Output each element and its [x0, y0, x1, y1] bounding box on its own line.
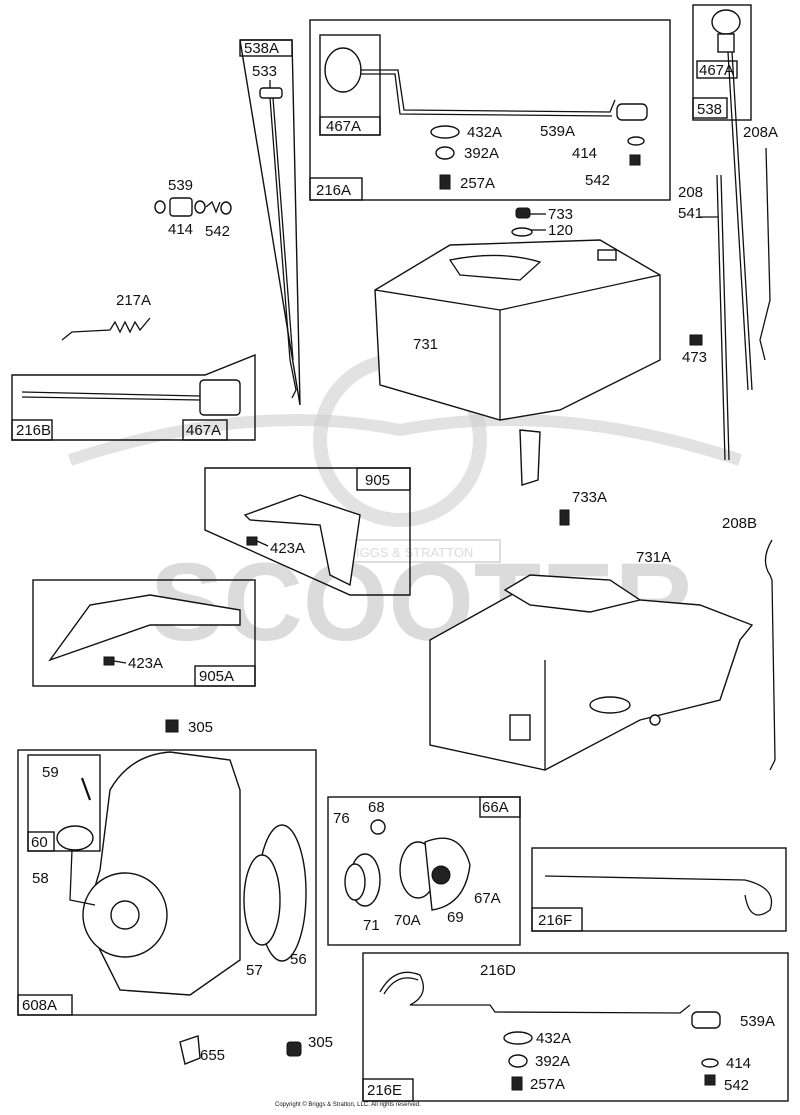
callout-57: 57: [246, 962, 263, 979]
callout-538A: 538A: [244, 40, 279, 57]
callout-655: 655: [200, 1047, 225, 1064]
knob-467A-icon: [199, 379, 241, 416]
screw-257A-icon: [439, 174, 451, 190]
clip-655-icon: [179, 1035, 201, 1065]
callout-432A-bot: 432A: [536, 1030, 571, 1047]
group-216E: 216D 539A 432A 392A 257A 414 542 216E: [362, 952, 789, 1102]
baffle-905A-icon: [48, 594, 241, 662]
callout-120: 120: [548, 222, 573, 239]
callout-432A-top: 432A: [467, 124, 502, 141]
nut-542-icon: [629, 154, 641, 166]
callout-542-left: 542: [205, 223, 230, 240]
washer-414-icon: [627, 136, 645, 146]
callout-392A-top: 392A: [464, 145, 499, 162]
callout-533: 533: [252, 63, 277, 80]
callout-542-top: 542: [585, 172, 610, 189]
callout-733: 733: [548, 206, 573, 223]
callout-216B: 216B: [16, 422, 51, 439]
grommet-392A-icon: [435, 146, 455, 160]
callout-58: 58: [32, 870, 49, 887]
callout-423A-a: 423A: [270, 540, 305, 557]
group-216F: 216F: [531, 847, 787, 932]
callout-467A-right: 467A: [699, 62, 734, 79]
callout-216D: 216D: [480, 962, 516, 979]
callout-71: 71: [363, 917, 380, 934]
rewind-starter-housing: [84, 751, 241, 996]
blower-housing-731A: [429, 589, 754, 771]
callout-208: 208: [678, 184, 703, 201]
dipstick-cap: [259, 87, 283, 99]
callout-67A: 67A: [474, 890, 501, 907]
group-608A: 59 60 305 58 57 56 608A 655 305: [17, 719, 333, 1065]
callout-216F: 216F: [538, 912, 572, 929]
clip-539A-bot-icon: [691, 1011, 721, 1029]
callout-467A-top: 467A: [326, 118, 361, 135]
group-66A: 66A 76 68 67A 71 70A 69: [327, 796, 521, 946]
knob-icon: [324, 47, 362, 93]
callout-257A-top: 257A: [460, 175, 495, 192]
callout-731A: 731A: [636, 549, 671, 566]
washer-432A-icon: [430, 125, 460, 139]
callout-608A: 608A: [22, 997, 57, 1014]
group-216A: 467A 432A 392A 257A 539A 414 542 216A: [309, 19, 671, 201]
callout-257A-bot: 257A: [530, 1076, 565, 1093]
group-538: 467A 538 208A 208 541: [678, 4, 778, 461]
callout-539A-top: 539A: [540, 123, 575, 140]
callout-473: 473: [682, 349, 707, 366]
group-538A: 538A 533: [239, 39, 301, 406]
group-216B: 216B 467A: [11, 353, 256, 441]
callout-733A: 733A: [572, 489, 607, 506]
callout-66A: 66A: [482, 799, 509, 816]
copyright-notice: Copyright © Briggs & Stratton, LLC. All …: [275, 1101, 421, 1108]
dipstick-tube-cap: [717, 33, 735, 53]
callout-59: 59: [42, 764, 59, 781]
callout-414-bot: 414: [726, 1055, 751, 1072]
callout-905A: 905A: [199, 668, 234, 685]
callout-208B: 208B: [722, 515, 757, 532]
callout-414-top: 414: [572, 145, 597, 162]
callout-76: 76: [333, 810, 350, 827]
callout-217A: 217A: [116, 292, 151, 309]
dipstick-knob-icon: [711, 9, 741, 35]
callout-216E: 216E: [367, 1082, 402, 1099]
callout-305-bot: 305: [308, 1034, 333, 1051]
callout-542-bot: 542: [724, 1077, 749, 1094]
callout-60: 60: [31, 834, 48, 851]
callout-731: 731: [413, 336, 438, 353]
watermark-sub: BRIGGS & STRATTON: [338, 545, 473, 560]
callout-541: 541: [678, 205, 703, 222]
baffle-905-icon: [243, 494, 361, 587]
callout-392A-bot: 392A: [535, 1053, 570, 1070]
clip-539A-icon: [616, 103, 648, 121]
group-905A: 905A 423A: [32, 579, 256, 687]
callout-414-left: 414: [168, 221, 193, 238]
callout-216A: 216A: [316, 182, 351, 199]
callout-467A-left: 467A: [186, 422, 221, 439]
callout-70A: 70A: [394, 912, 421, 929]
group-731A: 733A 208B 731A: [429, 489, 776, 771]
starter-handle-icon: [56, 825, 94, 851]
clip-539-icon: [169, 197, 193, 217]
group-217A: 217A: [61, 292, 151, 341]
callout-305-top: 305: [188, 719, 213, 736]
callout-69: 69: [447, 909, 464, 926]
callout-56: 56: [290, 951, 307, 968]
callout-905: 905: [365, 472, 390, 489]
fuel-tank-731: 733 120 731 473: [374, 206, 707, 486]
callout-423A-b: 423A: [128, 655, 163, 672]
callout-538: 538: [697, 101, 722, 118]
callout-539: 539: [168, 177, 193, 194]
group-905: 905 423A: [204, 467, 411, 596]
callout-208A: 208A: [743, 124, 778, 141]
callout-539A-bot: 539A: [740, 1013, 775, 1030]
group-539-fasteners: 539 414 542: [154, 177, 232, 240]
callout-68: 68: [368, 799, 385, 816]
